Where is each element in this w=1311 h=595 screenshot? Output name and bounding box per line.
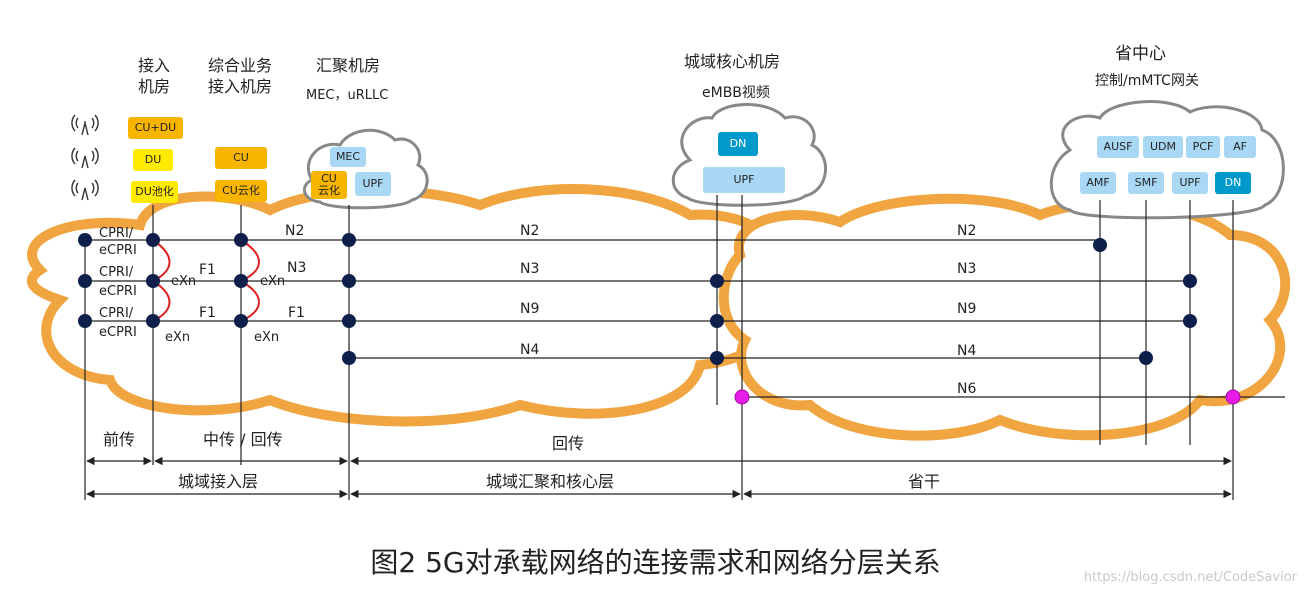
cpri-label: CPRI/ — [99, 226, 134, 241]
backhaul-label: 回传 — [552, 434, 585, 453]
du-pool-box: DU池化 — [131, 181, 178, 203]
ausf-box: AUSF — [1097, 136, 1139, 158]
mec-box: MEC — [330, 147, 366, 167]
f1-label: F1 — [199, 305, 216, 321]
n4-label: N4 — [957, 343, 977, 359]
cpri-label: CPRI/ — [99, 265, 134, 280]
n3-label: N3 — [957, 261, 977, 277]
n2-label: N2 — [520, 223, 540, 239]
metro-access-label: 城域接入层 — [178, 472, 259, 491]
cu-du-box: CU+DU — [128, 117, 183, 139]
province-subtitle: 控制/mMTC网关 — [1095, 73, 1199, 89]
ecpri-label: eCPRI — [99, 325, 137, 340]
exn-label: eXn — [254, 330, 280, 345]
ecpri-label: eCPRI — [99, 243, 137, 258]
core-room-subtitle: eMBB视频 — [702, 85, 770, 101]
figure-caption: 图2 5G对承载网络的连接需求和网络分层关系 — [370, 546, 941, 579]
f1-label: F1 — [288, 305, 305, 321]
midhaul-label: 中传 / 回传 — [203, 430, 283, 449]
amf-box: AMF — [1080, 172, 1116, 194]
n9-label: N9 — [957, 301, 977, 317]
metro-agg-core-label: 城域汇聚和核心层 — [486, 472, 615, 491]
exn-label: eXn — [165, 330, 191, 345]
exn-label: eXn — [171, 274, 197, 289]
fronthaul-label: 前传 — [103, 430, 136, 449]
exn-label: eXn — [260, 274, 286, 289]
antenna-icon — [71, 114, 99, 136]
smf-box: SMF — [1128, 172, 1164, 194]
agg-upf-box: UPF — [355, 172, 391, 196]
n2-label: N2 — [285, 223, 305, 239]
prov-dn-box: DN — [1215, 172, 1251, 194]
transport-cloud-left — [26, 184, 791, 427]
af-box: AF — [1224, 136, 1256, 158]
n4-label: N4 — [520, 342, 540, 358]
access-room-title-1: 接入 — [138, 56, 171, 75]
agg-cu-box: CU 云化 — [311, 171, 347, 199]
province-title: 省中心 — [1115, 44, 1166, 64]
antenna-icon — [71, 179, 99, 201]
du-box: DU — [133, 149, 173, 171]
n9-label: N9 — [520, 301, 540, 317]
transport-cloud-right — [718, 193, 1291, 441]
n3-label: N3 — [520, 261, 540, 277]
cu-cloud-box: CU云化 — [215, 180, 267, 202]
core-upf-box: UPF — [703, 167, 785, 193]
cpri-label: CPRI/ — [99, 306, 134, 321]
access-room-title-2: 机房 — [138, 77, 171, 96]
core-room-title: 城域核心机房 — [684, 52, 781, 71]
n2-label: N2 — [957, 223, 977, 239]
aggregation-room-title: 汇聚机房 — [316, 56, 381, 75]
prov-upf-box: UPF — [1172, 172, 1208, 194]
n3-label: N3 — [287, 260, 307, 276]
udm-box: UDM — [1143, 136, 1183, 158]
aggregation-room-subtitle: MEC，uRLLC — [306, 88, 389, 103]
core-dn-box: DN — [718, 132, 758, 156]
province-cloud — [1049, 100, 1285, 220]
ecpri-label: eCPRI — [99, 284, 137, 299]
integrated-room-title-1: 综合业务 — [208, 56, 273, 75]
provincial-trunk-label: 省干 — [908, 472, 941, 491]
cu-box: CU — [215, 147, 267, 169]
n6-label: N6 — [957, 381, 977, 397]
f1-label: F1 — [199, 262, 216, 278]
pcf-box: PCF — [1186, 136, 1220, 158]
antenna-icon — [71, 147, 99, 169]
integrated-room-title-2: 接入机房 — [208, 77, 273, 96]
watermark: https://blog.csdn.net/CodeSavior — [1083, 570, 1297, 585]
